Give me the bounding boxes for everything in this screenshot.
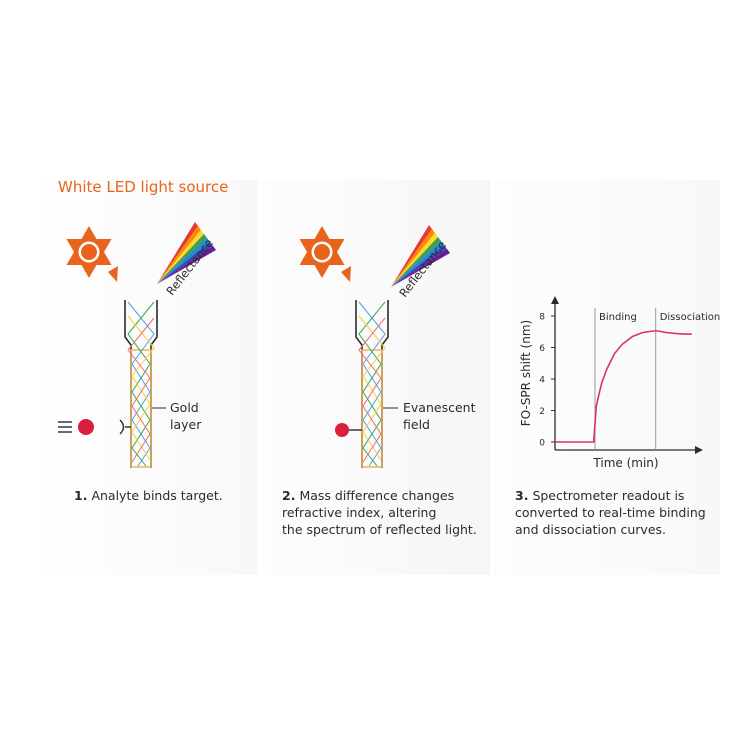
receptor bbox=[119, 419, 131, 435]
analyte-molecule bbox=[78, 419, 94, 435]
caption-step-3: 3. Spectrometer readout is converted to … bbox=[515, 487, 706, 538]
y-axis-label: FO-SPR shift (nm) bbox=[519, 320, 533, 426]
panel-background-3 bbox=[494, 180, 720, 575]
x-axis-label: Time (min) bbox=[592, 456, 658, 470]
caption-step-1: 1. Analyte binds target. bbox=[74, 487, 223, 504]
y-tick-label: 4 bbox=[539, 376, 545, 386]
binding-phase-label: Binding bbox=[599, 312, 637, 323]
caption-step-3-line2: converted to real-time binding bbox=[515, 505, 706, 520]
fiber-probe-2 bbox=[355, 300, 398, 468]
light-direction-arrow bbox=[341, 266, 351, 282]
motion-lines-icon bbox=[58, 421, 72, 433]
evanescent-field-label-line2: field bbox=[403, 417, 430, 432]
diagram-title: White LED light source bbox=[58, 178, 229, 196]
step-number-1: 1. bbox=[74, 488, 88, 503]
y-tick-label: 8 bbox=[539, 313, 545, 323]
gold-layer-label-line2: layer bbox=[170, 417, 202, 432]
caption-step-1-line1: Analyte binds target. bbox=[91, 488, 223, 503]
panel-background-1 bbox=[30, 180, 258, 575]
y-axis-arrow-icon bbox=[551, 296, 559, 304]
step-number-3: 3. bbox=[515, 488, 529, 503]
sun-icon bbox=[299, 226, 345, 278]
y-tick-label: 0 bbox=[539, 439, 545, 449]
panel-background-2 bbox=[262, 180, 490, 575]
evanescent-field-label-line1: Evanescent bbox=[403, 400, 476, 415]
caption-step-2-line2: refractive index, altering bbox=[282, 505, 437, 520]
sun-icon bbox=[66, 226, 112, 278]
caption-step-3-line1: Spectrometer readout is bbox=[532, 488, 685, 503]
y-tick-label: 6 bbox=[539, 344, 545, 354]
series-line-fo-spr-shift bbox=[555, 330, 692, 443]
bound-analyte bbox=[335, 423, 362, 437]
x-axis-arrow-icon bbox=[695, 446, 703, 454]
caption-step-3-line3: and dissociation curves. bbox=[515, 522, 667, 537]
caption-step-2-line1: Mass difference changes bbox=[299, 488, 455, 503]
fiber-probe-1 bbox=[124, 300, 166, 468]
binding-curve-chart: 0 2 4 6 8 Binding Dissociation Time (min) FO… bbox=[519, 296, 720, 470]
caption-step-2: 2. Mass difference changes refractive in… bbox=[282, 487, 477, 538]
light-direction-arrow bbox=[108, 266, 118, 282]
dissociation-phase-label: Dissociation bbox=[660, 312, 721, 323]
gold-layer-label-line1: Gold bbox=[170, 400, 199, 415]
y-tick-label: 2 bbox=[539, 407, 545, 417]
caption-step-2-line3: the spectrum of reflected light. bbox=[282, 522, 477, 537]
step-number-2: 2. bbox=[282, 488, 296, 503]
